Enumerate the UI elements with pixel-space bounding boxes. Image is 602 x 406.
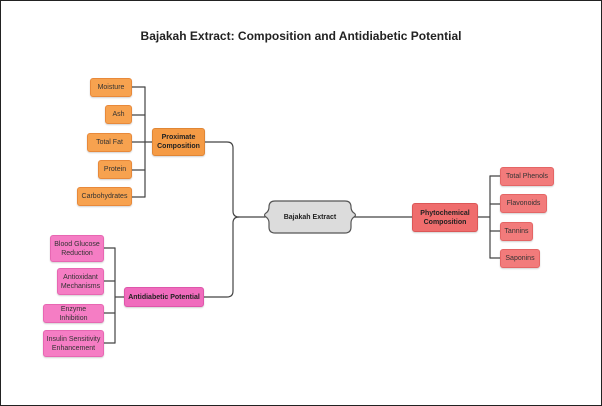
enzyme-inhibition-node: Enzyme Inhibition	[43, 304, 104, 323]
center-node-shape	[263, 200, 357, 234]
flavonoids-node: Flavonoids	[500, 194, 547, 213]
link-antidiabetic-trunk	[114, 247, 125, 344]
saponins-node: Saponins	[500, 249, 540, 268]
total-fat-node: Total Fat	[87, 133, 132, 152]
link-center-antidiabetic	[203, 216, 240, 298]
total-phenols-node: Total Phenols	[500, 167, 554, 186]
proximate-composition-node: Proximate Composition	[152, 128, 205, 156]
antioxidant-mechanisms-node: Antioxidant Mechanisms	[57, 268, 104, 295]
protein-node: Protein	[98, 160, 132, 179]
link-proximate-trunk	[144, 86, 153, 198]
antidiabetic-potential-node: Antidiabetic Potential	[124, 287, 204, 307]
moisture-node: Moisture	[90, 78, 132, 97]
ash-node: Ash	[105, 105, 132, 124]
blood-glucose-reduction-node: Blood Glucose Reduction	[50, 235, 104, 262]
diagram-title: Bajakah Extract: Composition and Antidia…	[140, 29, 462, 43]
center-node-label: Bajakah Extract	[283, 213, 337, 221]
link-phytochemical-trunk	[477, 175, 491, 259]
insulin-sensitivity-enhancement-node: Insulin Sensitivity Enhancement	[43, 330, 104, 357]
tannins-node: Tannins	[500, 222, 533, 241]
phytochemical-composition-node: Phytochemical Composition	[412, 203, 478, 232]
carbohydrates-node: Carbohydrates	[77, 187, 132, 206]
link-center-proximate	[203, 141, 266, 218]
